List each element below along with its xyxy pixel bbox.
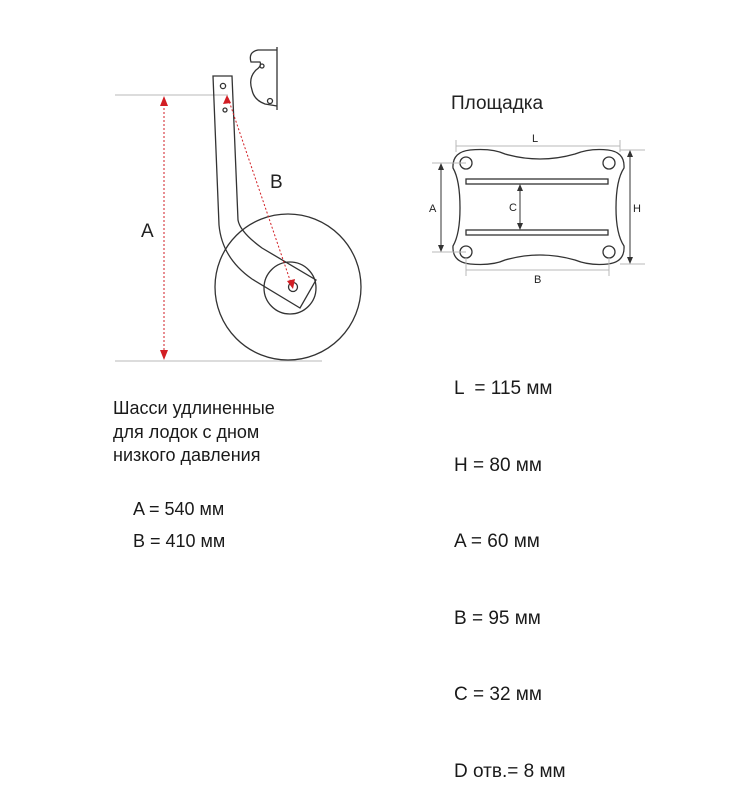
drawing-canvas: A B Площадка L	[115, 47, 645, 362]
dimension-a-label: A	[141, 221, 154, 242]
spec-a: A = 60 мм	[454, 531, 540, 552]
chassis-leg	[212, 75, 317, 309]
mounting-bracket	[249, 47, 278, 110]
wheel-tire	[214, 213, 362, 361]
platform-plate	[452, 148, 625, 266]
spec-h: H = 80 мм	[454, 454, 542, 476]
chassis-description: Шасси удлиненные для лодок с дном низког…	[113, 397, 275, 468]
bracket-hook	[249, 49, 278, 107]
spec-l: L = 115 мм	[454, 378, 553, 399]
chassis-values: A = 540 мм B = 410 мм	[133, 493, 225, 557]
wheel-hub	[263, 261, 317, 315]
dimension-l-label: L	[532, 133, 538, 145]
bracket-hole	[266, 97, 274, 105]
leg-top-hole	[219, 82, 227, 90]
bracket-hole-upper	[259, 63, 265, 69]
lower-slot	[465, 229, 609, 236]
description-line-3: низкого давления	[113, 445, 261, 465]
dimension-b-platform-label: B	[534, 274, 541, 286]
mounting-hole-tr	[602, 156, 616, 170]
spec-b: B = 95 мм	[454, 607, 541, 629]
dimension-b-line	[227, 97, 293, 287]
value-b: B = 410 мм	[133, 531, 226, 551]
dimension-a-arrow-bottom	[160, 350, 168, 360]
dimension-b-label: B	[270, 172, 283, 193]
chassis-diagram: A B	[115, 47, 362, 362]
spec-c: C = 32 мм	[454, 684, 542, 705]
spec-d: D отв.= 8 мм	[454, 760, 566, 782]
description-line-2: для лодок с дном	[113, 421, 260, 442]
platform-title: Площадка	[451, 93, 544, 114]
dimension-h-label: H	[633, 203, 641, 215]
description-line-1: Шасси удлиненные	[113, 398, 275, 418]
dimension-a-platform-label: A	[429, 203, 437, 215]
platform-specs: L = 115 мм H = 80 мм A = 60 мм B = 95 мм…	[454, 325, 566, 810]
upper-slot	[465, 178, 609, 185]
value-a: A = 540 мм	[133, 499, 225, 519]
dimension-b-arrow-bottom	[287, 279, 295, 289]
dimension-a-arrow-top	[160, 96, 168, 106]
dimension-c-label: C	[509, 202, 517, 214]
platform-diagram: Площадка L A H C	[429, 93, 645, 286]
leg-mid-hole	[222, 107, 228, 113]
dimension-b-arrow-top	[223, 95, 231, 104]
mounting-hole-br	[602, 245, 616, 259]
